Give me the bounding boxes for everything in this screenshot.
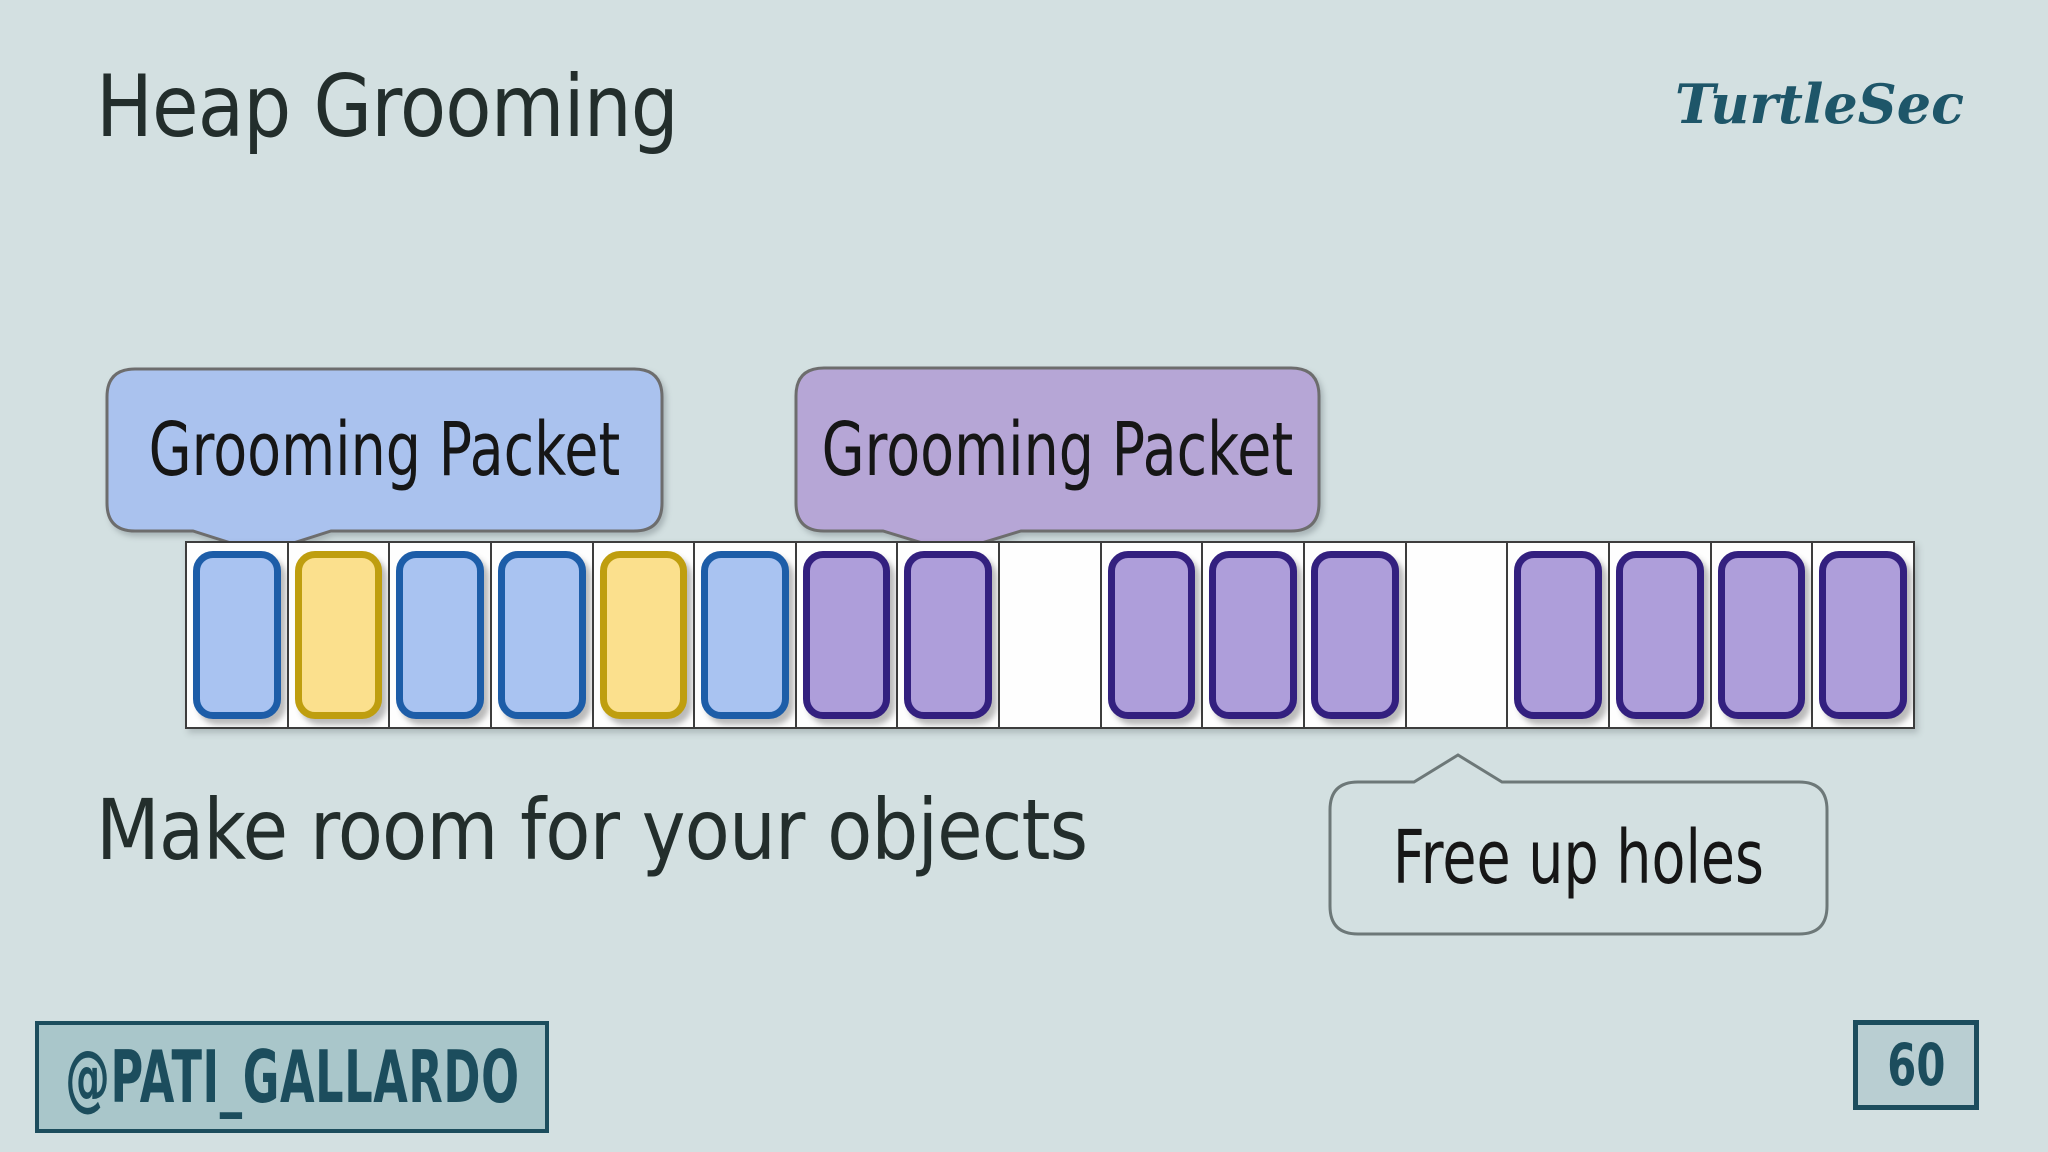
heap-cell-purple	[1305, 543, 1407, 727]
heap-block-purple	[1107, 551, 1196, 719]
speech-bubble-holes-shape	[1328, 753, 1829, 936]
heap-cell-purple	[1203, 543, 1306, 727]
heap-cell-yellow	[288, 543, 391, 727]
page-number-text: 60	[1886, 1031, 1946, 1099]
heap-cell-empty	[1000, 543, 1102, 727]
heap-block-blue	[396, 551, 484, 719]
twitter-handle-text: @PATI_GALLARDO	[64, 1035, 520, 1119]
heap-block-purple	[1311, 551, 1399, 719]
heap-cell-blue	[491, 543, 594, 727]
twitter-handle-badge: @PATI_GALLARDO	[35, 1021, 549, 1133]
heap-block-purple	[1819, 551, 1907, 719]
callout-grooming-packet-purple: Grooming Packet	[794, 366, 1325, 564]
heap-block-purple	[1615, 551, 1704, 719]
heap-block-purple	[904, 551, 993, 719]
page-number-badge: 60	[1853, 1020, 1979, 1110]
heap-cell-purple	[1101, 543, 1204, 727]
callout-label-text: Grooming Packet	[148, 407, 621, 493]
heap-block-purple	[1209, 551, 1298, 719]
heap-cell-purple	[1711, 543, 1814, 727]
heap-block-blue	[497, 551, 586, 719]
heap-cell-blue	[695, 543, 797, 727]
heap-block-purple	[1717, 551, 1806, 719]
heap-block-purple	[1514, 551, 1602, 719]
callout-free-up-holes: Free up holes	[1328, 751, 1831, 938]
heap-cell-purple	[1813, 543, 1913, 727]
heap-block-yellow	[599, 551, 688, 719]
heap-row	[185, 541, 1915, 729]
heap-block-blue	[193, 551, 281, 719]
heap-cell-purple	[1508, 543, 1610, 727]
callout-label-text: Free up holes	[1392, 815, 1765, 901]
heap-block-yellow	[294, 551, 383, 719]
callout-grooming-packet-blue: Grooming Packet	[105, 367, 665, 565]
heap-cell-purple	[898, 543, 1001, 727]
slide-subtitle: Make room for your objects	[96, 781, 1088, 879]
heap-cell-blue	[390, 543, 492, 727]
callout-label: Grooming Packet	[796, 368, 1319, 531]
heap-cell-blue	[187, 543, 289, 727]
callout-label-text: Grooming Packet	[821, 406, 1294, 493]
heap-cell-purple	[796, 543, 899, 727]
callout-label: Free up holes	[1330, 782, 1827, 934]
heap-block-purple	[802, 551, 891, 719]
callout-label: Grooming Packet	[107, 369, 662, 531]
heap-cell-purple	[1609, 543, 1712, 727]
heap-cell-empty	[1406, 543, 1509, 727]
heap-cell-yellow	[593, 543, 696, 727]
slide-title: Heap Grooming	[96, 57, 679, 157]
turtlesec-logo: TurtleSec	[1675, 72, 1964, 136]
heap-block-blue	[701, 551, 789, 719]
